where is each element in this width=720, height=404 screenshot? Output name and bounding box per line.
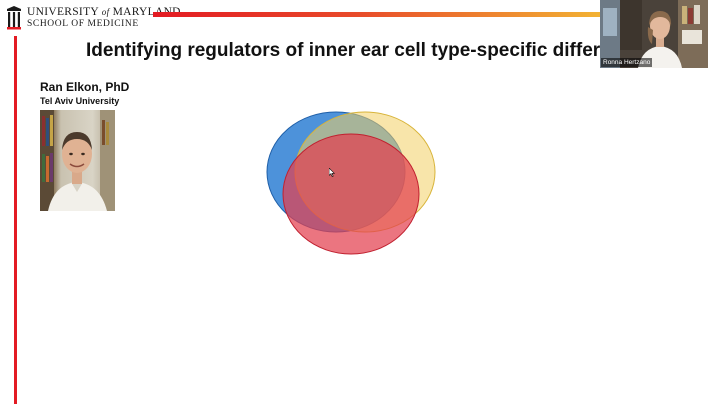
speaker-photo <box>40 110 115 211</box>
slide-title: Identifying regulators of inner ear cell… <box>86 40 600 62</box>
speaker-affiliation: Tel Aviv University <box>40 96 119 106</box>
speaker-name: Ran Elkon, PhD <box>40 80 129 94</box>
participant-name-label: Ronna Hertzano <box>601 58 652 67</box>
left-accent-rule <box>14 36 17 404</box>
logo-subtitle: SCHOOL OF MEDICINE <box>27 20 181 30</box>
venn-diagram <box>260 106 440 256</box>
university-logo: UNIVERSITY of MARYLAND SCHOOL OF MEDICIN… <box>6 4 181 32</box>
umaryland-mark-icon <box>6 5 22 31</box>
venn-circle-red <box>283 134 419 254</box>
header-accent-bar <box>153 12 600 17</box>
participant-video-tile[interactable]: Ronna Hertzano <box>600 0 708 68</box>
mouse-pointer-icon <box>329 168 335 177</box>
